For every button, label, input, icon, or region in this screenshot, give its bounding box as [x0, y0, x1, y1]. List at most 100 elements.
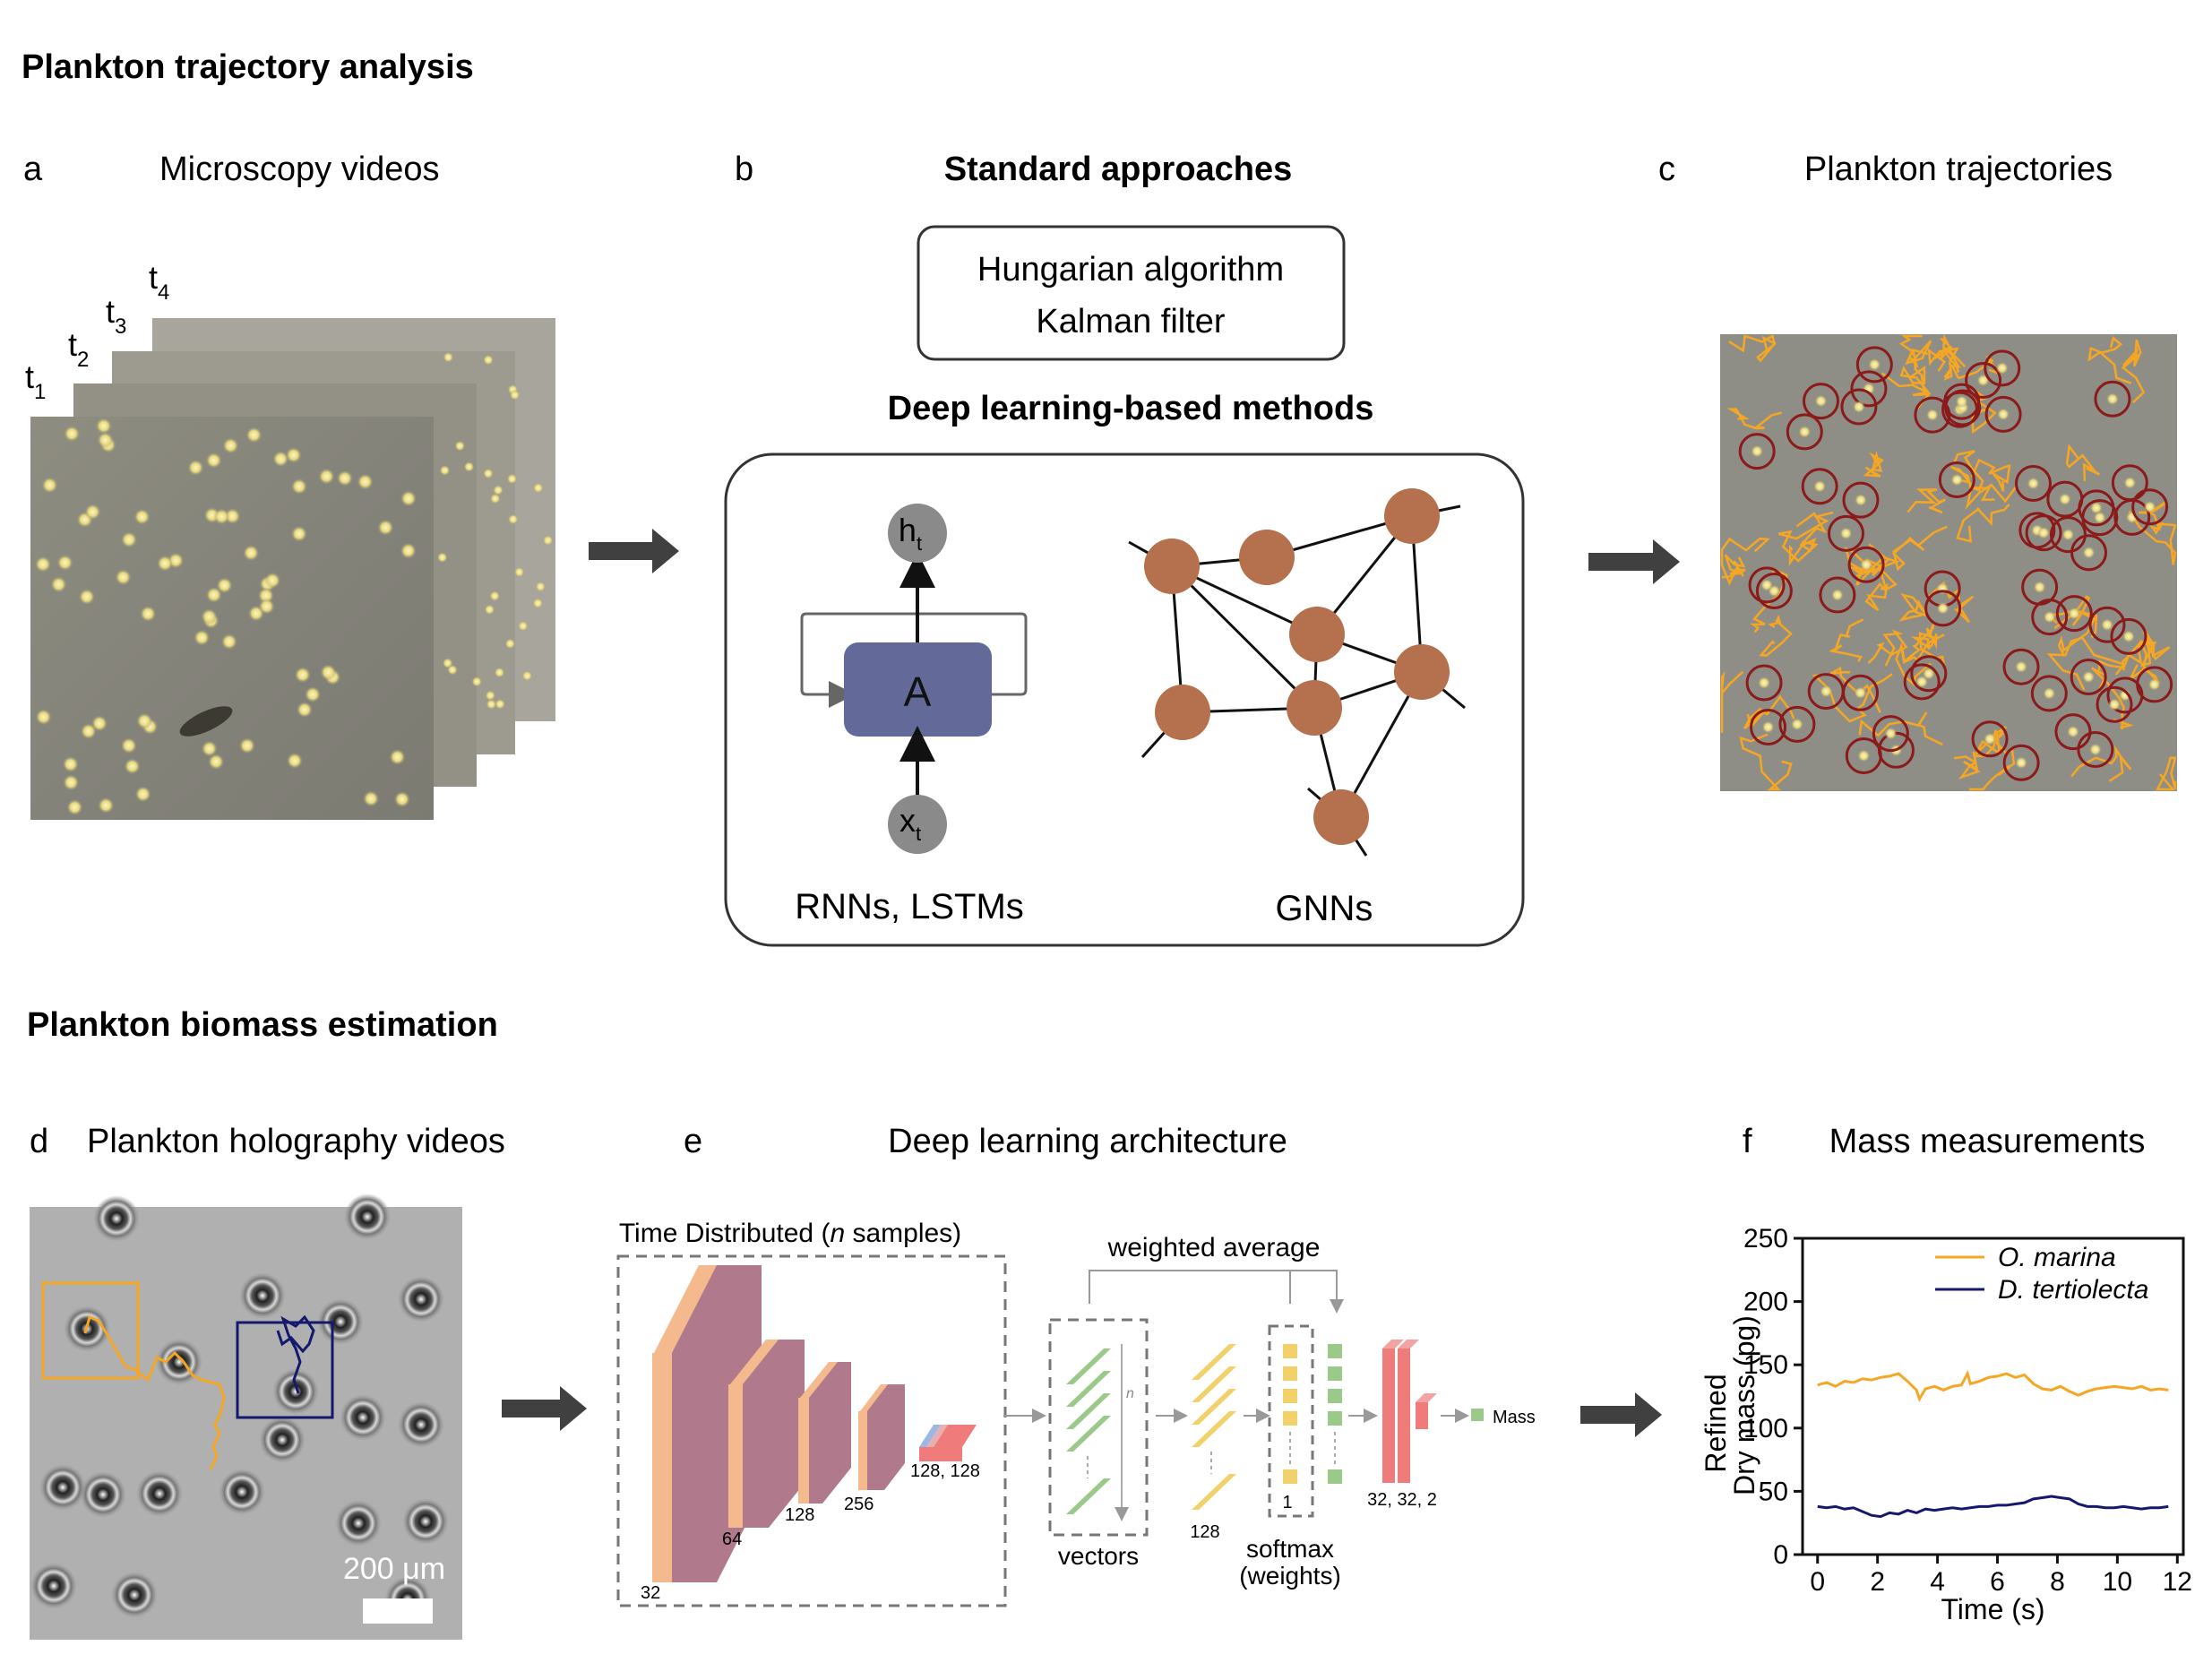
trajectory-orange — [83, 1314, 226, 1470]
plankton-spot — [285, 446, 302, 463]
trajectory-line — [1953, 450, 1995, 502]
x-tick-label: 6 — [1990, 1567, 2005, 1597]
detection-circle — [2030, 675, 2068, 712]
plankton-spot — [216, 577, 233, 594]
plankton-spot — [2015, 756, 2028, 770]
legend-entry: O. marina — [1998, 1243, 2116, 1272]
plankton-spot — [78, 589, 95, 606]
plankton-spot — [1925, 409, 1939, 422]
softmax-cubes — [1283, 1344, 1297, 1484]
plankton-spot — [272, 451, 289, 468]
plankton-spot — [363, 790, 380, 807]
panel-e-letter: e — [684, 1123, 702, 1160]
gnn-node — [1394, 644, 1450, 700]
trajectory-line — [1934, 333, 1960, 373]
plankton-spot — [2066, 725, 2079, 738]
panel-c-letter: c — [1658, 151, 1675, 188]
plankton-spot — [2088, 743, 2102, 756]
dl-title: Deep learning-based methods — [888, 390, 1374, 427]
detection-circle — [1786, 413, 1823, 451]
detection-circle — [1748, 566, 1786, 604]
hologram-bead — [39, 1464, 86, 1511]
detection-circle — [1984, 395, 2022, 433]
standard-method-kalman: Kalman filter — [1036, 303, 1226, 340]
detection-circle — [2077, 731, 2114, 769]
chart-frame — [1801, 1236, 2185, 1556]
output-label: Mass — [1493, 1408, 1536, 1427]
detection-circle — [1938, 461, 1975, 499]
y-axis-label-line2: Dry mass (pg) — [1728, 1315, 1760, 1495]
softmax-weights-label: (weights) — [1239, 1562, 1341, 1590]
trajectory-line — [2057, 610, 2098, 657]
plankton-spot — [35, 556, 52, 573]
plankton-spot — [486, 699, 497, 711]
detection-circle — [2094, 380, 2131, 418]
detection-circle — [1778, 705, 1816, 743]
hologram-bead — [219, 1469, 265, 1515]
detection-circle — [1984, 349, 2021, 387]
legend-entry: D. tertiolecta — [1998, 1275, 2148, 1305]
y-tick-label: 50 — [1759, 1477, 1788, 1506]
plankton-spot — [393, 791, 410, 808]
series-line-o-marina — [1817, 1370, 2169, 1402]
detection-circle — [2088, 606, 2126, 643]
conv-block-128 — [798, 1362, 851, 1504]
frame-t1 — [30, 417, 434, 820]
x-tick-label: 0 — [1810, 1567, 1825, 1597]
trajectory-line — [1739, 733, 1793, 791]
trajectory-line — [1750, 567, 1788, 633]
plankton-spot — [64, 426, 81, 443]
panel-b-title: Standard approaches — [944, 151, 1293, 188]
panel-f-title: Mass measurements — [1829, 1123, 2146, 1160]
plankton-spot — [208, 754, 225, 771]
softmax-size-label: 1 — [1282, 1493, 1292, 1512]
plankton-spot — [1820, 685, 1833, 698]
plankton-spot — [97, 432, 114, 449]
plankton-spot — [2058, 493, 2071, 506]
plankton-spot — [213, 508, 230, 525]
detection-circle — [2049, 516, 2087, 554]
trajectory-line — [2070, 745, 2132, 782]
gnn-node — [1384, 488, 1440, 544]
plankton-spot — [1915, 675, 1929, 688]
detection-circle — [2131, 488, 2169, 526]
plankton-spot — [2123, 476, 2137, 489]
plankton-spot — [436, 552, 448, 564]
plankton-spot — [157, 555, 174, 572]
weighted-average-label: weighted average — [1107, 1233, 1321, 1262]
detection-circle — [1847, 546, 1885, 583]
trajectory-line — [1720, 537, 1770, 586]
plankton-spot — [400, 542, 417, 559]
plankton-spot — [1798, 425, 1812, 438]
rnn-output-label: ht — [899, 512, 922, 555]
trajectory-line — [2046, 636, 2126, 691]
rnn-label: RNNs, LSTMs — [795, 887, 1024, 926]
panel-a-letter: a — [23, 151, 43, 188]
y-tick-label: 200 — [1743, 1288, 1788, 1317]
time-distributed-label: Time Distributed (n samples) — [619, 1219, 961, 1248]
plankton-spot — [1950, 473, 1964, 487]
head-layers — [1382, 1340, 1437, 1483]
plankton-spot — [2015, 660, 2028, 674]
plankton-spot — [290, 478, 307, 495]
plankton-spot — [454, 440, 466, 452]
panel-c: c Plankton trajectories — [1658, 151, 2177, 791]
plankton-spot — [134, 786, 151, 803]
scale-bar-label: 200 μm — [343, 1552, 445, 1586]
rnn-cell-label: A — [904, 668, 932, 715]
plankton-spot — [1830, 589, 1844, 602]
detection-circle — [2002, 648, 2040, 685]
y-tick-label: 0 — [1773, 1540, 1788, 1570]
detection-circle — [1850, 370, 1888, 408]
panel-d-letter: d — [30, 1123, 48, 1160]
plankton-spot — [507, 513, 519, 525]
plankton-spot — [517, 620, 529, 632]
plankton-spot — [98, 797, 115, 814]
svg-text:t2: t2 — [68, 326, 89, 372]
plankton-spot — [194, 629, 211, 646]
x-tick-label: 12 — [2163, 1567, 2192, 1597]
hologram-bead — [30, 1563, 77, 1609]
plankton-spot — [1860, 558, 1873, 572]
conv-size-128: 128 — [785, 1505, 814, 1525]
